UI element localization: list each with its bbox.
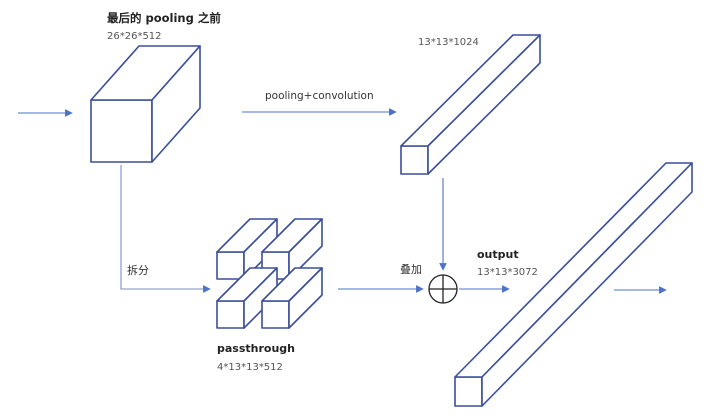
input-block-dims: 26*26*512 xyxy=(107,31,162,42)
passthrough-title: passthrough xyxy=(217,342,295,355)
passthrough-dims: 4*13*13*512 xyxy=(217,362,283,373)
passthrough-cube-4 xyxy=(261,267,323,329)
passthrough-cube-1 xyxy=(216,218,278,280)
add-label: 叠加 xyxy=(400,263,422,276)
pooling-conv-label: pooling+convolution xyxy=(265,90,374,102)
passthrough-cube-2 xyxy=(261,218,323,280)
output-title: output xyxy=(477,248,519,261)
passthrough-cube-3 xyxy=(216,267,278,329)
conv-block-dims: 13*13*1024 xyxy=(418,37,479,48)
split-arrow xyxy=(120,165,211,293)
add-node-icon xyxy=(428,274,458,304)
output-bar xyxy=(454,162,693,407)
split-label: 拆分 xyxy=(127,263,149,277)
conv-output-bar xyxy=(400,34,541,175)
input-block-title: 最后的 pooling 之前 xyxy=(107,11,221,25)
input-cube xyxy=(90,45,201,163)
output-dims: 13*13*3072 xyxy=(477,267,538,278)
